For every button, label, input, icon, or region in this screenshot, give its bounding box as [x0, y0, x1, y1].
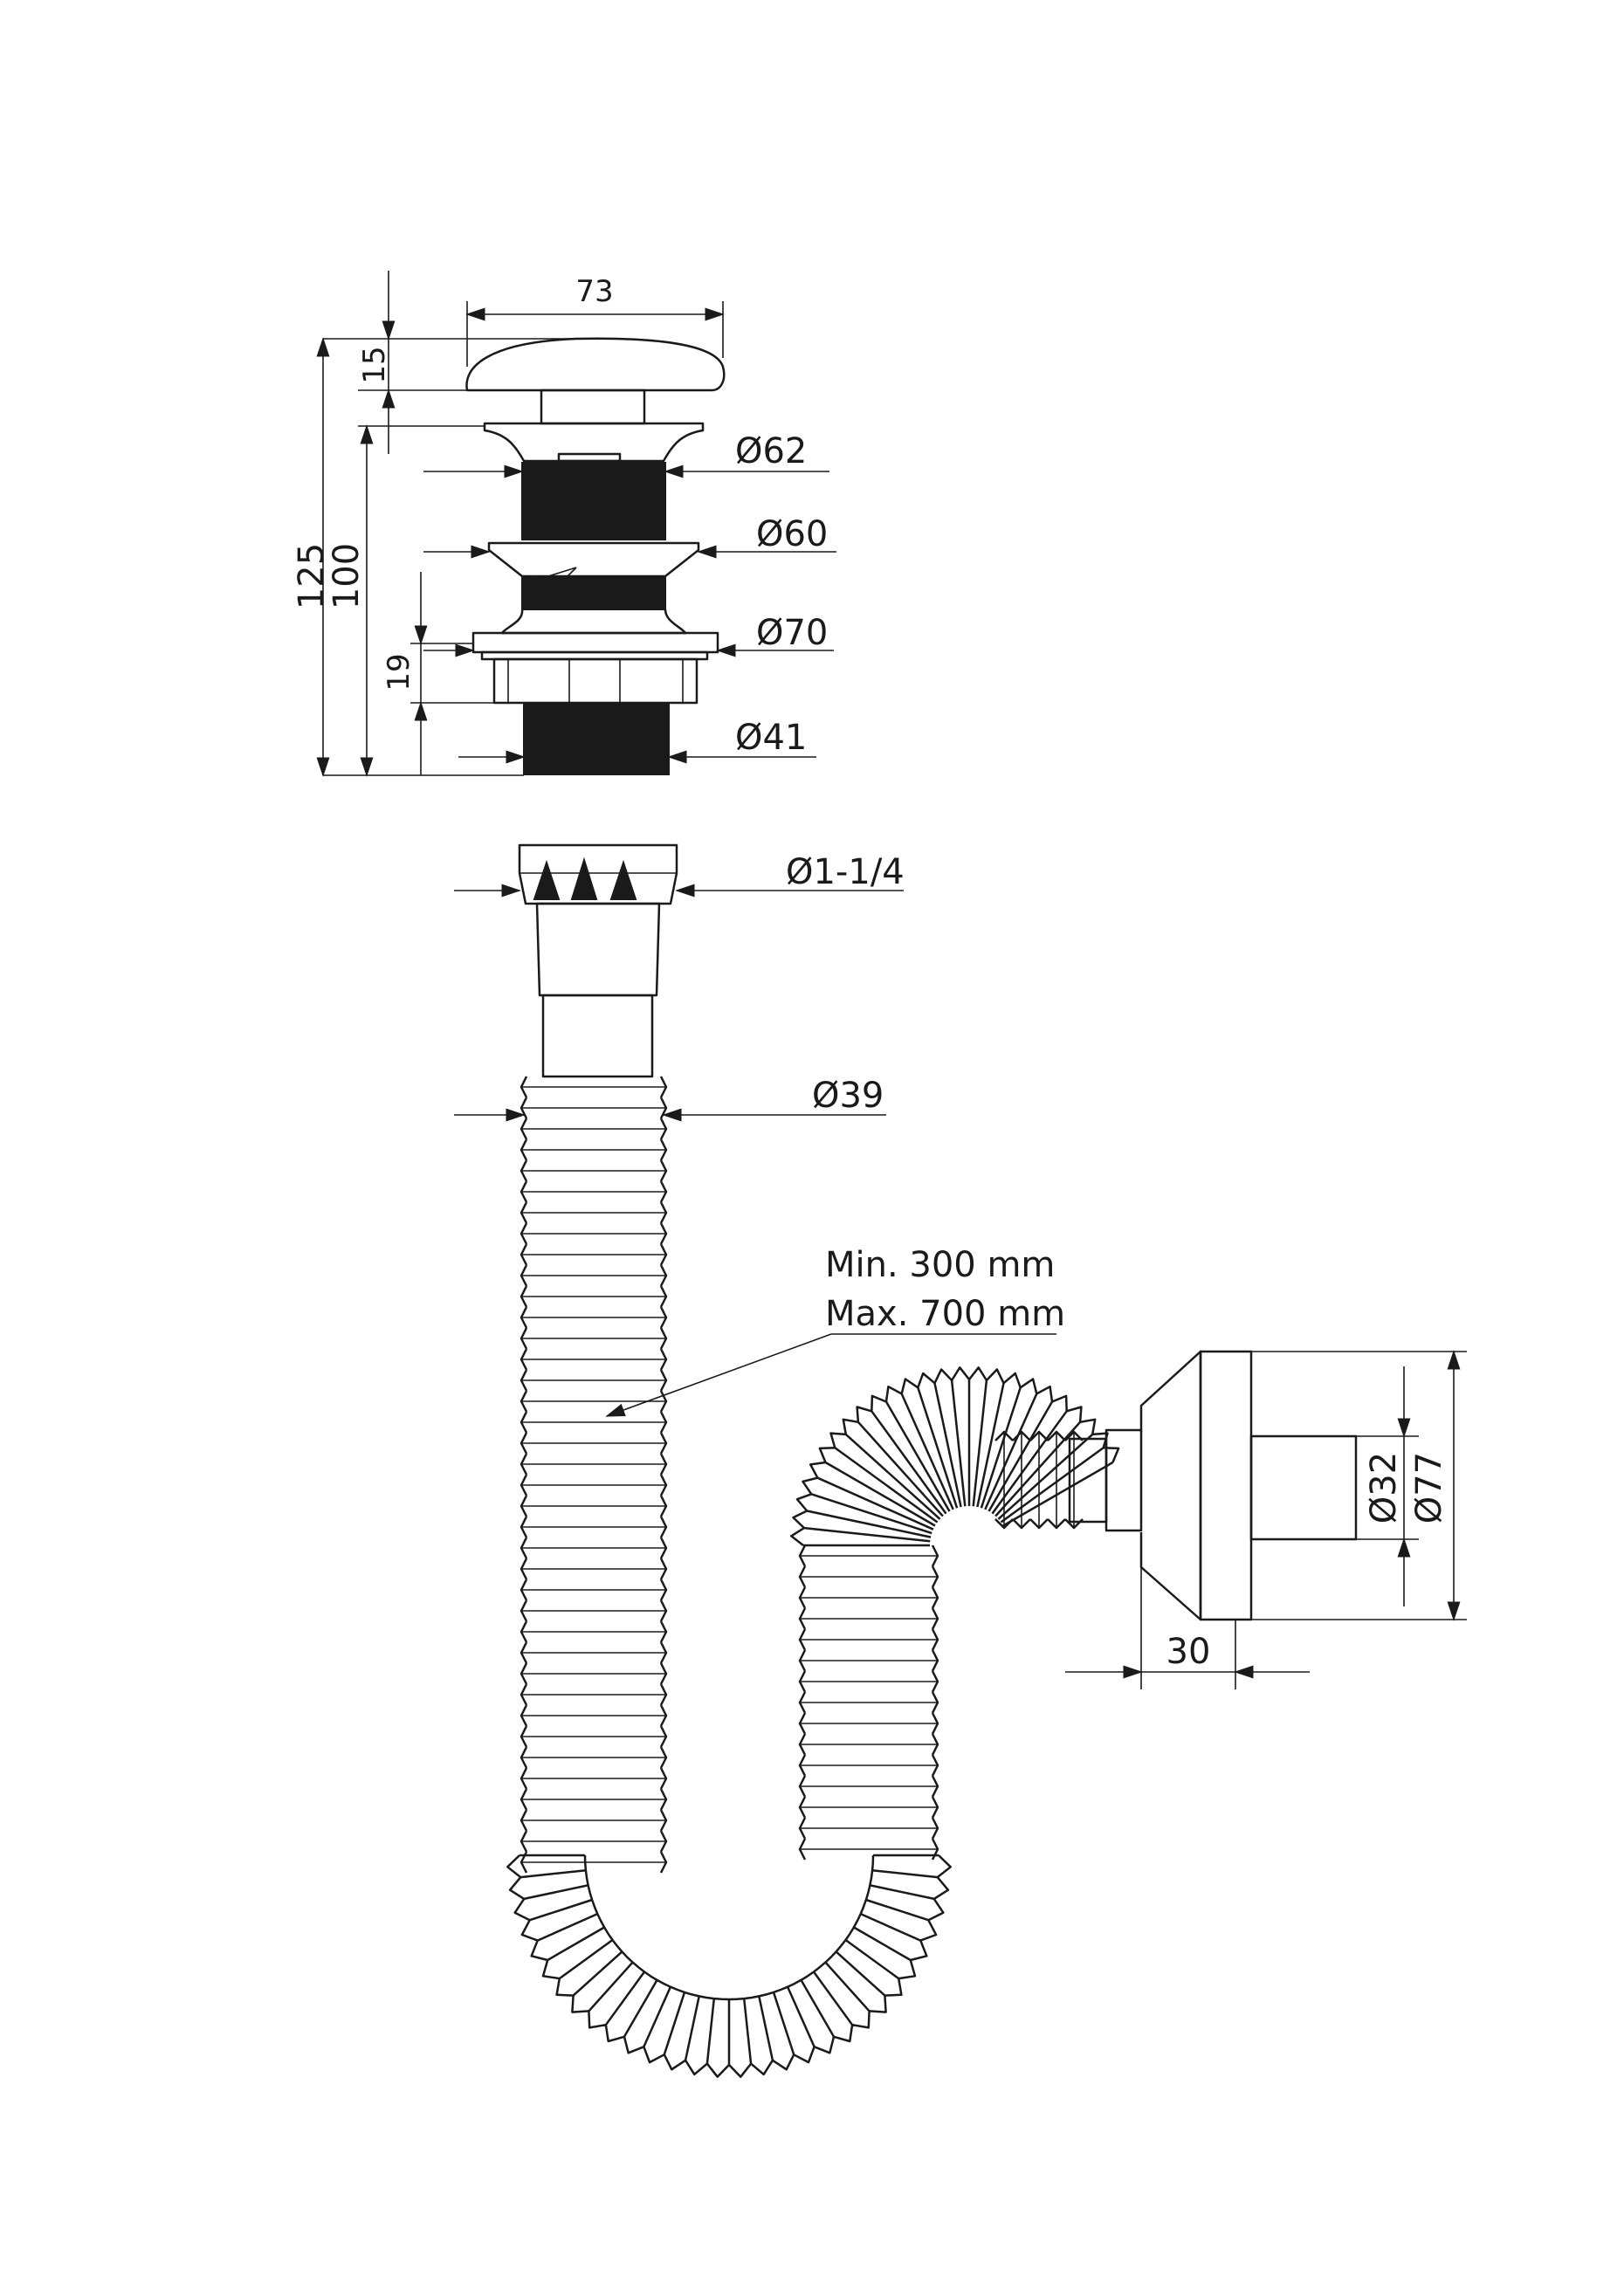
hose-rib — [537, 1912, 598, 1942]
hose-rib — [786, 1986, 815, 2047]
dim-total-125: 125 — [292, 543, 332, 609]
hose-rib — [853, 1926, 912, 1962]
dim-hose: Ø39 — [812, 1076, 884, 1116]
hose-rib — [663, 1992, 686, 2055]
hose-rib — [529, 1898, 593, 1922]
hose-rib — [604, 1971, 646, 2026]
hose-rib — [742, 1998, 753, 2064]
hose-rib — [506, 1854, 952, 2078]
dim-outlet-d32: Ø32 — [1364, 1452, 1404, 1524]
hose-rib — [523, 1884, 588, 1901]
waste-upper-flange — [483, 422, 705, 463]
dim-length-min: Min. 300 mm — [825, 1245, 1055, 1285]
hose-rib — [1000, 1447, 1104, 1524]
hose-rib — [547, 1926, 605, 1962]
hose-rib — [790, 1366, 1120, 1546]
siphon — [506, 843, 1358, 2078]
hose-rib — [800, 1979, 836, 2038]
hose-rib — [1002, 1461, 1114, 1527]
hose-rib — [994, 1421, 1082, 1517]
waste-valve — [465, 337, 726, 775]
hose-rib — [772, 1992, 795, 2055]
dim-d70: Ø70 — [756, 613, 828, 653]
waste-hex-nut — [492, 657, 698, 705]
dim-thread-100: 100 — [327, 543, 367, 609]
hose-rib — [976, 1382, 1005, 1508]
hose-rib — [684, 1996, 700, 2061]
waste-middle-thread — [521, 575, 666, 610]
hose-rib — [559, 1938, 614, 1980]
hose-rib — [810, 1493, 932, 1535]
hose-rib — [816, 1476, 934, 1531]
dim-outlet-d77: Ø77 — [1409, 1452, 1449, 1524]
hose-rib — [844, 1433, 941, 1520]
hose-rib — [857, 1421, 944, 1517]
waste-stem — [540, 389, 646, 425]
hose-rib — [980, 1386, 1022, 1509]
hose-rib — [758, 1996, 774, 2061]
waste-upper-thread — [521, 462, 666, 540]
dim-cap-15: 15 — [357, 346, 392, 383]
hose-rib — [583, 1854, 875, 2001]
hose-rib — [834, 1447, 939, 1524]
siphon-dimensions: Ø1-1/4 Ø39 Min. 300 mm Max. 700 mm Ø32 Ø… — [454, 852, 1467, 1689]
dim-flange-19: 19 — [382, 653, 416, 691]
siphon-tailpipe — [535, 902, 661, 997]
siphon-hose-bend — [506, 1854, 952, 2078]
waste-dimensions: 73 15 125 100 19 Ø62 Ø60 Ø70 — [292, 271, 836, 777]
dim-width-73: 73 — [575, 274, 613, 309]
hose-rib — [994, 1430, 1084, 1530]
siphon-outlet-pipe — [1249, 1434, 1358, 1541]
hose-rib — [572, 1950, 623, 1997]
waste-conical-nut — [487, 541, 700, 578]
hose-rib — [824, 1961, 870, 2012]
dim-inlet: Ø1-1/4 — [786, 852, 905, 892]
hose-rib — [987, 1400, 1054, 1512]
waste-flange-plate — [471, 631, 719, 654]
hose-rib — [900, 1393, 954, 1510]
hose-rib — [917, 1386, 959, 1509]
hose-rib — [870, 1410, 947, 1515]
hose-rib — [588, 1961, 634, 2012]
hose-rib — [984, 1393, 1038, 1510]
hose-rib — [884, 1400, 951, 1512]
hose-rib — [870, 1884, 935, 1901]
hose-rib — [997, 1433, 1094, 1520]
dim-length-max: Max. 700 mm — [825, 1294, 1065, 1334]
hose-rib — [871, 1868, 938, 1879]
dim-d41: Ø41 — [735, 718, 807, 758]
siphon-hose-top-bend — [790, 1366, 1120, 1547]
hose-rib — [812, 1971, 854, 2026]
waste-cap — [465, 337, 726, 392]
dim-outlet-depth: 30 — [1166, 1632, 1211, 1672]
hose-rib — [824, 1461, 936, 1527]
siphon-hose-right — [798, 1544, 939, 1861]
siphon-hose-left — [520, 1076, 668, 1874]
hose-rib — [520, 1868, 587, 1879]
hose-rib — [643, 1986, 672, 2047]
hose-rib — [865, 1898, 929, 1922]
hose-rib — [705, 1998, 716, 2064]
hose-rib — [798, 1544, 939, 1861]
hose-rib — [806, 1510, 932, 1538]
dim-d62: Ø62 — [735, 431, 807, 471]
siphon-wall-flange — [1139, 1350, 1202, 1621]
hose-rib — [844, 1938, 899, 1980]
hose-rib — [803, 1526, 931, 1543]
hose-rib — [623, 1979, 658, 2038]
hose-rib — [520, 1076, 668, 1874]
hose-rib — [933, 1382, 962, 1508]
hose-rib — [950, 1379, 967, 1507]
hose-rib — [860, 1912, 921, 1942]
hose-rib — [972, 1379, 988, 1507]
hose-rib — [835, 1950, 886, 1997]
dim-d60: Ø60 — [756, 514, 828, 554]
waste-bottom-thread — [523, 702, 670, 775]
